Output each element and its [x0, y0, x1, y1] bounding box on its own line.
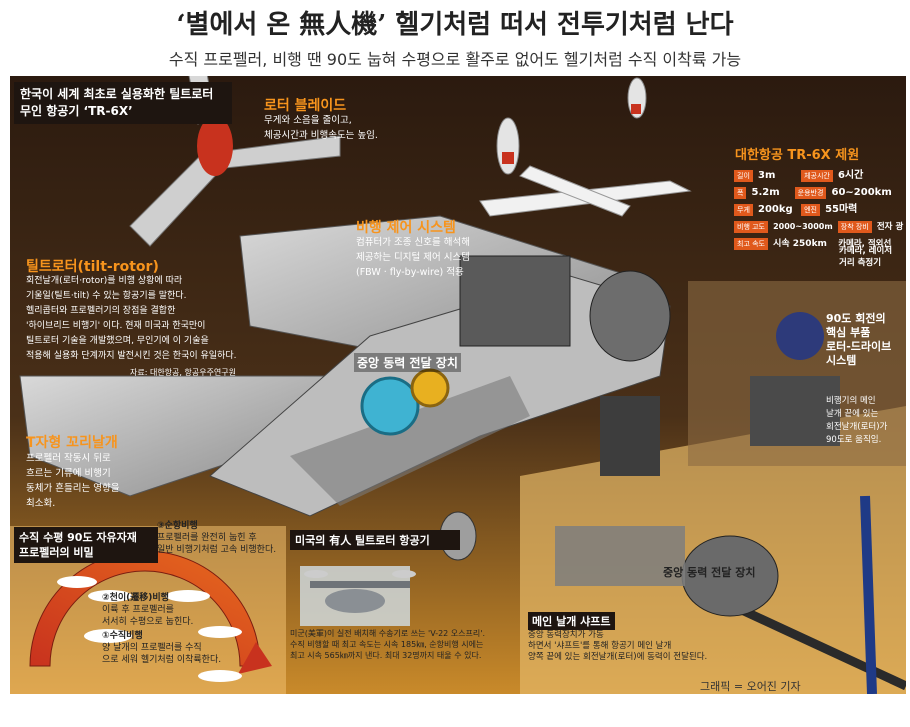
graphic-credit: 그래픽 = 오어진 기자: [700, 680, 801, 693]
tr6x-small-illustration: [479, 77, 692, 217]
osprey-desc: 미군(美軍)이 실전 배치해 수송기로 쓰는 'V-22 오스프리'. 수직 비…: [290, 628, 520, 661]
flight-control-line: 컴퓨터가 조종 신호를 해석해: [356, 237, 470, 248]
main-shaft-line: 중앙 동력장치가 가동: [528, 630, 604, 640]
step2-title: ②천이(遷移)비행: [102, 593, 169, 603]
rotor-drive-title: 90도 회전의 핵심 부품 로터-드라이브 시스템: [826, 312, 904, 368]
spec-value: 2000~3000m: [773, 222, 833, 231]
t-tail-line: 최소화.: [26, 498, 56, 509]
tiltrotor-line: 기울일(틸트·tilt) 수 있는 항공기를 말한다.: [26, 291, 187, 301]
t-tail-line: 동체가 흔들리는 영향을: [26, 483, 120, 494]
spec-value: 시속 250km: [773, 239, 827, 249]
rotor-blade-illustration: [129, 76, 341, 247]
rotor-blade-line: 체공시간과 비행속도는 높임.: [264, 130, 378, 141]
flight-control-title: 비행 제어 시스템: [356, 220, 456, 236]
tiltrotor-title: 틸트로터(tilt-rotor): [26, 259, 159, 275]
flight-control-line: (FBW · fly-by-wire) 적용: [356, 267, 464, 278]
step3-line: 일반 비행기처럼 고속 비행한다.: [157, 545, 277, 555]
rotor-drive-line: 90도로 움직임.: [826, 435, 882, 445]
tiltrotor-source: 자료: 대한항공, 항공우주연구원: [130, 368, 237, 377]
tiltrotor-desc: 회전날개(로터·rotor)를 비행 상황에 따라 기울일(틸트·tilt) 수…: [26, 274, 326, 364]
transition-title-line: 프로펠러의 비밀: [19, 546, 94, 559]
aircraft-illustration: [10, 76, 906, 694]
spec-key: 체공시간: [801, 170, 833, 182]
main-shaft-line: 하면서 '샤프트'를 통해 항공기 메인 날개: [528, 641, 672, 651]
rotor-drive-desc: 비행기의 메인 날개 끝에 있는 회전날개(로터)가 90도로 움직임.: [826, 395, 906, 447]
spec-row: 무게 200kg 엔진 55마력: [734, 197, 904, 216]
transition-arc: [29, 550, 272, 682]
spec-row: 비행 고도 2000~3000m 장착 장비 전자 광학: [734, 214, 904, 251]
transition-title-line: 수직 수평 90도 자유자재: [19, 531, 137, 544]
spec-key: 엔진: [801, 204, 820, 216]
step1-line: 양 날개의 프로펠러를 수직: [102, 643, 202, 653]
rotor-blade-line: 무게와 소음을 줄이고,: [264, 115, 352, 126]
spec-value: 5.2m: [751, 187, 780, 198]
spec-key: 최고 속도: [734, 238, 768, 250]
rotor-drive-line: 비행기의 메인: [826, 396, 876, 406]
step2: ②천이(遷移)비행 이륙 후 프로펠러를 서서히 수평으로 눕힌다.: [102, 592, 222, 628]
spec-key: 길이: [734, 170, 753, 182]
step1-title: ①수직비행: [102, 631, 143, 641]
t-tail-line: 흐르는 기류에 비행기: [26, 468, 111, 479]
rotor-drive-title-line: 90도 회전의: [826, 312, 886, 325]
step2-line: 이륙 후 프로펠러를: [102, 605, 174, 615]
spec-key: 비행 고도: [734, 221, 768, 233]
v22-osprey-illustration: [300, 566, 416, 626]
spec-key: 장착 장비: [837, 221, 872, 233]
tiltrotor-line: '하이브리드 비행기' 이다. 현재 미국과 한국만이: [26, 321, 206, 331]
flight-control-line: 제공하는 디지털 제어 시스템: [356, 252, 470, 263]
t-tail-line: 프로펠러 작동시 뒤로: [26, 453, 111, 464]
tiltrotor-line: 회전날개(로터·rotor)를 비행 상황에 따라: [26, 276, 183, 286]
tiltrotor-line: 틸트로터 기술을 개발했으며, 무인기에 이 기술을: [26, 336, 209, 346]
osprey-line: 수직 비행할 때 최고 속도는 시속 185㎞, 순항비행 시에는: [290, 640, 484, 649]
step2-line: 서서히 수평으로 눕힌다.: [102, 617, 194, 627]
spec-key: 무게: [734, 204, 753, 216]
spec-value: 6시간: [837, 170, 864, 181]
main-shaft-desc: 중앙 동력장치가 가동 하면서 '샤프트'를 통해 항공기 메인 날개 양쪽 끝…: [528, 630, 778, 663]
rotor-drive-title-line: 시스템: [826, 354, 857, 367]
spec-value: 카메라, 적외선: [838, 239, 892, 249]
rotor-drive-line: 회전날개(로터)가: [826, 422, 888, 432]
spec-value: 55마력: [825, 204, 858, 215]
t-tail-desc: 프로펠러 작동시 뒤로 흐르는 기류에 비행기 동체가 흔들리는 영향을 최소화…: [26, 451, 146, 511]
t-tail-title: T자형 꼬리날개: [26, 435, 118, 451]
spec-row: 폭 5.2m 운용반경 60~200km: [734, 180, 904, 199]
spec-value: 3m: [757, 170, 776, 181]
step3: ③순항비행 프로펠러를 완전히 눕힌 후 일반 비행기처럼 고속 비행한다.: [157, 520, 287, 556]
main-illustration-panel: [10, 76, 906, 694]
spec-key: 폭: [734, 187, 747, 199]
step1-line: 으로 세워 헬기처럼 이착륙한다.: [102, 655, 222, 665]
spec-value: 200kg: [757, 204, 793, 215]
step3-line: 프로펠러를 완전히 눕힌 후: [157, 533, 257, 543]
spec-row: 길이 3m 체공시간 6시간: [734, 163, 904, 182]
specs-title: 대한항공 TR-6X 제원: [735, 148, 860, 163]
tiltrotor-line: 헬리콥터와 프로펠러기의 장점을 결합한: [26, 306, 176, 316]
step3-title: ③순항비행: [157, 521, 198, 531]
tiltrotor-line: 적용해 실용화 단계까지 발전시킨 것은 한국이 유일하다.: [26, 351, 237, 361]
osprey-title: 미국의 有人 틸트로터 항공기: [290, 530, 460, 550]
rotor-blade-title: 로터 블레이드: [264, 98, 347, 114]
step1: ①수직비행 양 날개의 프로펠러를 수직 으로 세워 헬기처럼 이착륙한다.: [102, 630, 262, 666]
osprey-line: 최고 시속 565㎞까지 낸다. 최대 32명까지 태울 수 있다.: [290, 651, 482, 660]
spec-extra: 카메라, 레이저 거리 측정기: [839, 245, 904, 269]
main-shaft-line: 양쪽 끝에 있는 회전날개(로터)에 동력이 전달된다.: [528, 652, 708, 662]
flight-control-desc: 컴퓨터가 조종 신호를 해석해 제공하는 디지털 제어 시스템 (FBW · f…: [356, 235, 546, 280]
transition-title-box: 수직 수평 90도 자유자재 프로펠러의 비밀: [14, 527, 158, 563]
central-power-label: 중앙 동력 전달 장치: [354, 353, 461, 372]
spec-value: 60~200km: [831, 187, 892, 198]
page-title: ‘별에서 온 無人機’ 헬기처럼 떠서 전투기처럼 난다: [176, 10, 734, 40]
rotor-blade-desc: 무게와 소음을 줄이고, 체공시간과 비행속도는 높임.: [264, 113, 434, 143]
rotor-drive-line: 날개 끝에 있는: [826, 409, 879, 419]
spec-key: 운용반경: [794, 187, 827, 199]
page-subtitle: 수직 프로펠러, 비행 땐 90도 눕혀 수평으로 활주로 없어도 헬기처럼 수…: [168, 50, 742, 69]
spec-extra-line: 거리 측정기: [839, 258, 882, 268]
osprey-line: 미군(美軍)이 실전 배치해 수송기로 쓰는 'V-22 오스프리'.: [290, 629, 485, 638]
specs-table: 길이 3m 체공시간 6시간 폭 5.2m 운용반경 60~200km 무게 2…: [734, 163, 904, 269]
spec-row: 최고 속도 시속 250km 카메라, 적외선: [734, 231, 904, 250]
rotor-drive-title-line: 로터-드라이브: [826, 340, 892, 353]
central-power-bottom-label: 중앙 동력 전달 장치: [663, 566, 756, 579]
rotor-drive-title-line: 핵심 부품: [826, 326, 871, 339]
intro-box: 한국이 세계 최초로 실용화한 틸트로터 무인 항공기 ‘TR-6X’: [14, 82, 232, 124]
spec-extra-line: 카메라, 레이저: [839, 246, 893, 256]
main-shaft-title: 메인 날개 샤프트: [528, 612, 615, 630]
